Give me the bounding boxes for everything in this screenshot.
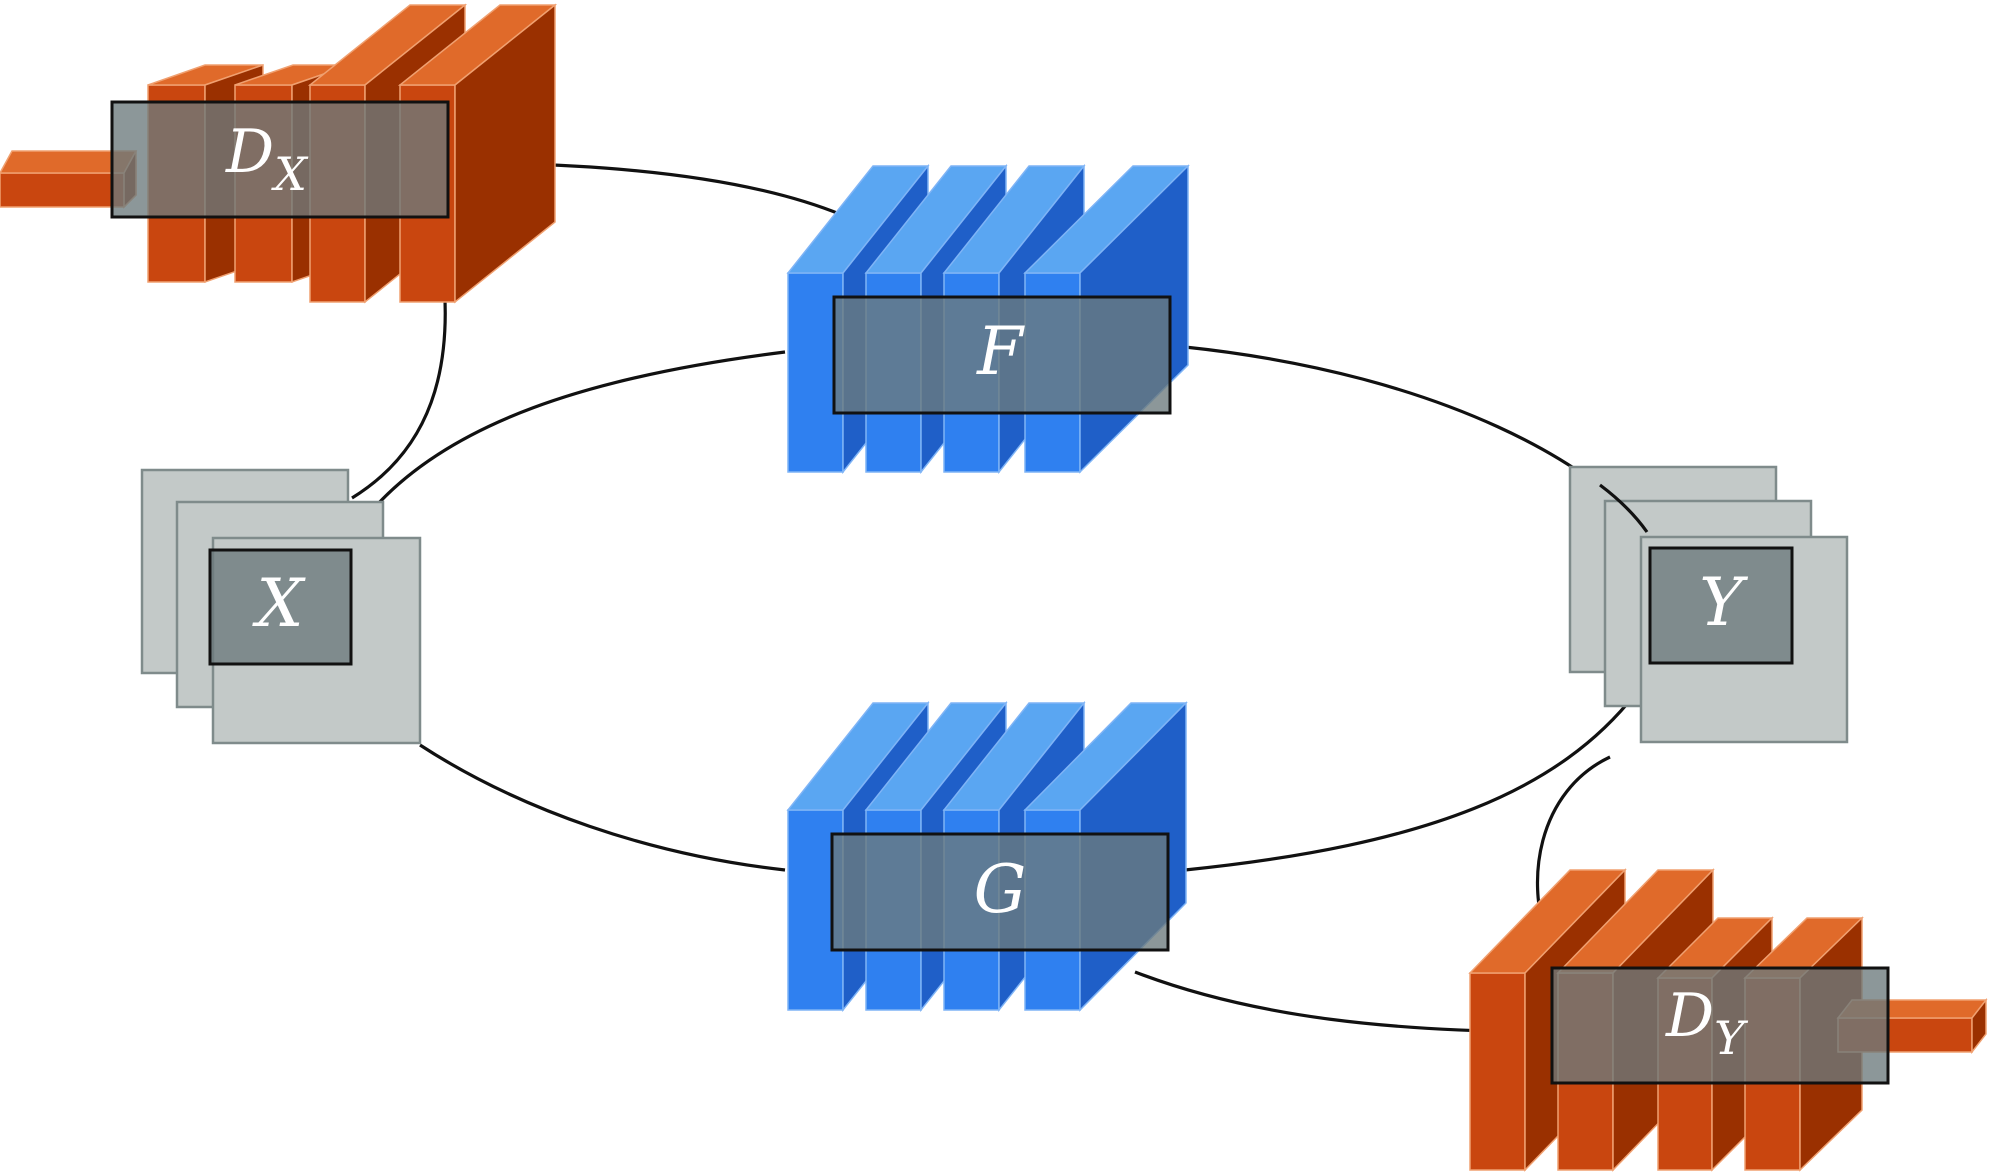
generator-f: F xyxy=(786,163,1190,475)
y-label: Y xyxy=(1699,564,1748,641)
dy-label-main: D xyxy=(1665,981,1714,1051)
g-label: G xyxy=(974,851,1027,928)
dy-label-subscript: Y xyxy=(1714,1011,1749,1065)
dx-label: DX xyxy=(225,117,309,201)
x-label-box xyxy=(208,548,353,666)
f-label-box xyxy=(832,295,1172,415)
dx-label-main: D xyxy=(225,117,274,187)
y-label-group: Y xyxy=(1648,546,1794,665)
g-label-box xyxy=(830,832,1170,952)
x-label-group: X xyxy=(208,548,353,666)
dx-label-box xyxy=(110,100,450,219)
dy-label-box xyxy=(1550,966,1890,1085)
edge-Y-to-F-overlay xyxy=(1599,483,1649,533)
edge-X-to-G xyxy=(419,743,786,872)
x-label: X xyxy=(252,565,307,642)
y-label-box xyxy=(1648,546,1794,665)
dx-label-subscript: X xyxy=(271,147,309,201)
f-label: F xyxy=(976,313,1025,390)
edge-G-to-DY xyxy=(1134,970,1528,1037)
edge-F-to-X xyxy=(358,350,786,526)
edge-G-to-Y xyxy=(1184,692,1638,872)
dy-label: DY xyxy=(1665,981,1749,1065)
discriminator-dx: DX xyxy=(0,3,558,304)
discriminator-dy: DY xyxy=(1468,868,1988,1172)
generator-g: G xyxy=(786,700,1188,1013)
